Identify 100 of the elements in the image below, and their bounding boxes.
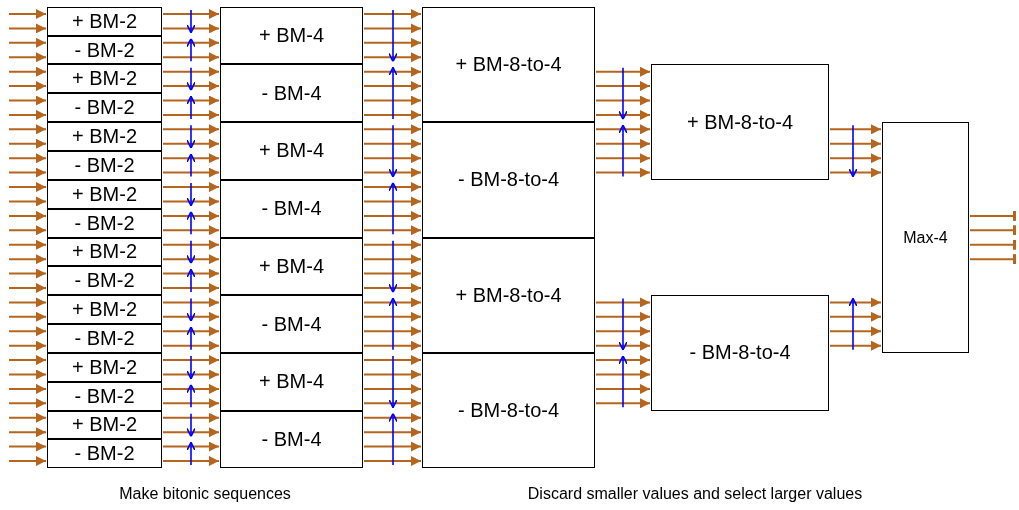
wire-arrow — [8, 268, 47, 279]
wire-arrow — [162, 297, 220, 308]
wire-arrow — [8, 196, 47, 207]
wire-arrow — [8, 167, 47, 178]
wire-arrow — [595, 153, 651, 164]
wire-arrow — [595, 355, 651, 366]
module-box: - BM-4 — [220, 179, 363, 238]
wire-arrow — [162, 153, 220, 164]
wire-arrow — [162, 52, 220, 63]
wire-arrow — [363, 138, 422, 149]
module-box: - BM-2 — [47, 93, 162, 123]
wire-arrow — [363, 297, 422, 308]
wire-arrow — [8, 225, 47, 236]
wire-arrow — [829, 311, 882, 322]
module-box: - BM-4 — [220, 64, 363, 123]
wire-arrow — [829, 138, 882, 149]
wire-arrow — [162, 23, 220, 34]
wire-arrow — [162, 383, 220, 394]
wire-arrow — [162, 398, 220, 409]
wire-arrow — [363, 182, 422, 193]
wire-arrow — [8, 355, 47, 366]
wire-arrow — [8, 311, 47, 322]
wire-arrow — [162, 355, 220, 366]
wire-arrow — [8, 81, 47, 92]
wire-arrow — [8, 23, 47, 34]
wire-arrow — [363, 210, 422, 221]
module-box: - BM-2 — [47, 324, 162, 353]
caption-text: Discard smaller values and select larger values — [527, 485, 863, 503]
wire-arrow — [8, 412, 47, 423]
wire-arrow — [363, 326, 422, 337]
module-box: - BM-8-to-4 — [651, 295, 829, 411]
wire-arrow — [162, 239, 220, 250]
wire-arrow — [363, 355, 422, 366]
wire-arrow — [363, 225, 422, 236]
wire-arrow — [363, 66, 422, 77]
wire-arrow — [595, 369, 651, 380]
wire-arrow — [8, 427, 47, 438]
wire-arrow — [8, 456, 47, 466]
module-box: + BM-4 — [220, 122, 363, 180]
wire-arrow — [363, 412, 422, 423]
wire-arrow — [8, 210, 47, 221]
wire-arrow — [595, 297, 651, 308]
module-box: + BM-2 — [47, 179, 162, 209]
wire-arrow — [8, 441, 47, 452]
wire-arrow — [8, 297, 47, 308]
module-box: - BM-8-to-4 — [422, 352, 595, 469]
wire-arrow — [162, 441, 220, 452]
wire-arrow — [595, 124, 651, 135]
module-box: - BM-2 — [47, 151, 162, 180]
wire-arrow — [8, 239, 47, 250]
wire-arrow — [162, 340, 220, 351]
wire-arrow — [8, 37, 47, 48]
wire-arrow — [162, 283, 220, 293]
wire-arrow — [162, 456, 220, 466]
module-box: + BM-8-to-4 — [422, 6, 595, 123]
wire-arrow — [8, 254, 47, 265]
wire-arrow — [829, 326, 882, 337]
module-box: Max-4 — [882, 122, 969, 353]
wire-arrow — [829, 153, 882, 164]
module-box: + BM-2 — [47, 64, 162, 94]
wire-arrow — [363, 9, 422, 19]
module-box: - BM-2 — [47, 266, 162, 296]
wire-arrow — [363, 109, 422, 120]
wire-arrow — [829, 124, 882, 135]
module-box: - BM-4 — [220, 410, 363, 469]
wire-arrow — [363, 81, 422, 92]
wire-arrow — [8, 124, 47, 135]
module-box: - BM-8-to-4 — [422, 122, 595, 238]
wire-arrow — [8, 369, 47, 380]
wire-arrow — [8, 153, 47, 164]
wire-arrow — [8, 340, 47, 351]
wire-arrow — [8, 383, 47, 394]
wire-arrow — [595, 81, 651, 92]
wire-arrow — [363, 124, 422, 135]
wire-arrow — [595, 383, 651, 394]
module-box: + BM-2 — [47, 6, 162, 36]
wire-arrow — [595, 109, 651, 120]
wire-arrow — [363, 283, 422, 293]
wire-arrow — [363, 23, 422, 34]
wire-arrow — [162, 138, 220, 149]
wire-arrow — [595, 167, 651, 178]
module-box: - BM-2 — [47, 381, 162, 411]
wire-arrow — [363, 239, 422, 250]
wire-arrow — [363, 456, 422, 466]
wire-arrow — [595, 66, 651, 77]
wire-arrow — [162, 196, 220, 207]
wire-arrow — [829, 340, 882, 351]
wire-arrow — [8, 9, 47, 19]
wire-arrow — [8, 66, 47, 77]
module-box: + BM-4 — [220, 6, 363, 65]
wire-arrow — [8, 138, 47, 149]
module-box: + BM-2 — [47, 410, 162, 440]
wire-arrow — [162, 311, 220, 322]
wire-arrow — [8, 95, 47, 106]
wire-arrow — [162, 124, 220, 135]
module-box: + BM-8-to-4 — [651, 64, 829, 180]
wire-arrow — [363, 383, 422, 394]
module-box: + BM-2 — [47, 352, 162, 382]
wire-arrow — [363, 196, 422, 207]
wire-arrow — [363, 153, 422, 164]
